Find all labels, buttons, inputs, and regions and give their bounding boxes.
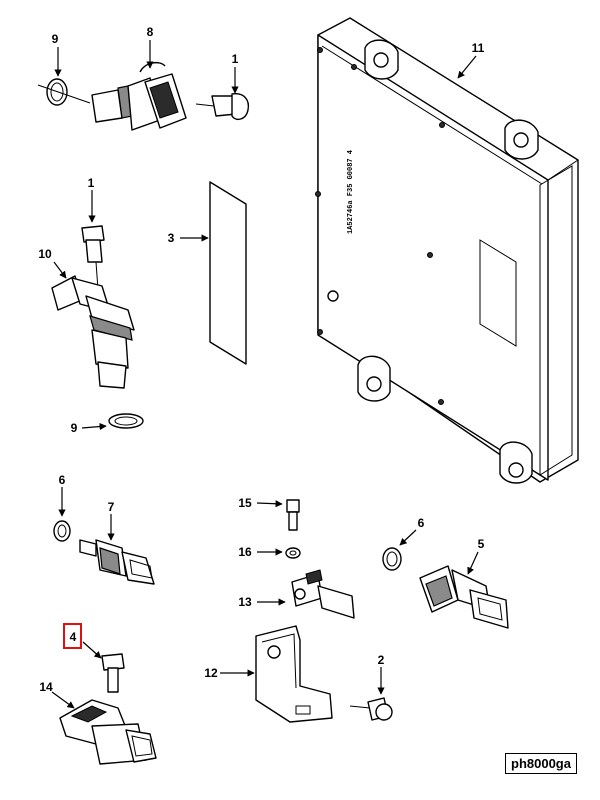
callout-13: 13 (238, 595, 252, 609)
highlight-box (63, 623, 82, 649)
callout-9-left: 9 (71, 421, 78, 435)
sensor-14-assembly (59, 653, 157, 765)
callout-1-left: 1 (88, 176, 95, 190)
ecm-label-text: 1A52746a F35 G0087 4 (347, 150, 355, 234)
callout-8: 8 (147, 25, 154, 39)
sensor-5-assembly (382, 547, 509, 629)
sensor-8-assembly (37, 61, 250, 131)
figure-code: ph8000ga (505, 753, 577, 774)
callout-2: 2 (378, 653, 385, 667)
callout-3: 3 (168, 231, 175, 245)
callout-labels: 9 8 1 11 1 10 3 9 6 7 15 16 6 5 13 4 12 … (38, 25, 484, 694)
callout-1-top: 1 (232, 52, 239, 66)
callout-4: 4 (70, 630, 77, 644)
callout-12: 12 (204, 666, 218, 680)
callout-6-right: 6 (418, 516, 425, 530)
callout-16: 16 (238, 545, 252, 559)
sensor-13-assembly (255, 499, 393, 723)
gasket-3 (209, 181, 247, 365)
callout-6-left: 6 (59, 473, 66, 487)
ecm-module: 1A52746a F35 G0087 4 (315, 17, 579, 484)
callout-10: 10 (38, 247, 52, 261)
callout-15: 15 (238, 496, 252, 510)
callout-14: 14 (39, 680, 53, 694)
callout-9-top: 9 (52, 32, 59, 46)
callout-5: 5 (478, 537, 485, 551)
sensor-10-assembly (51, 225, 144, 429)
leader-lines (51, 40, 479, 709)
callout-7: 7 (108, 500, 115, 514)
sensor-7-assembly (53, 520, 155, 585)
callout-11: 11 (472, 41, 485, 55)
